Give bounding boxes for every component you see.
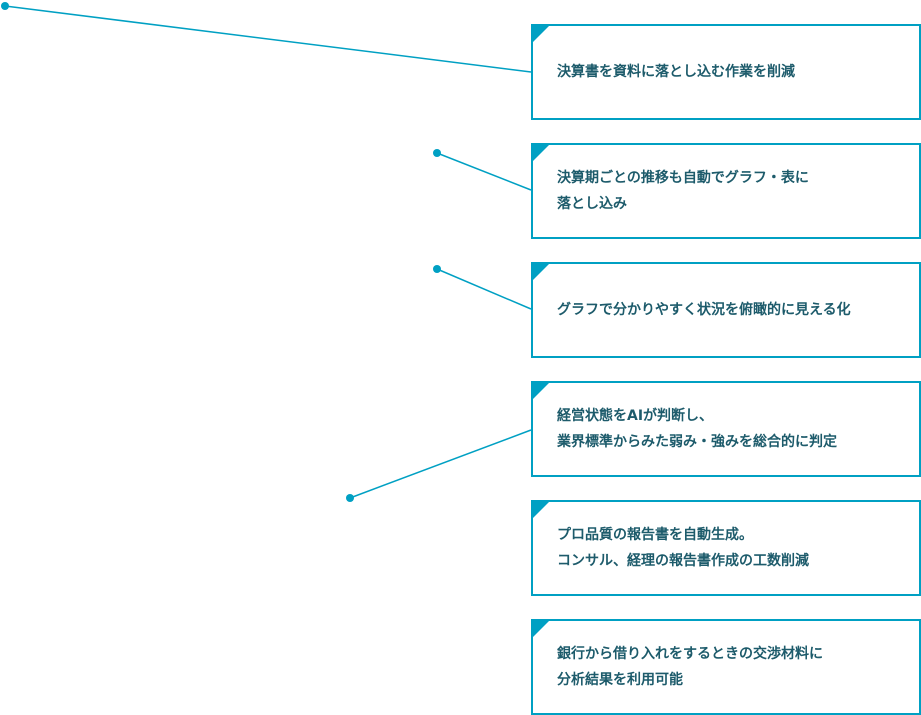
feature-text: 分析結果を利用可能 xyxy=(557,672,683,688)
feature-box-6: 銀行から借り入れをするときの交渉材料に分析結果を利用可能 xyxy=(531,619,921,715)
connector-line-1 xyxy=(4,5,532,73)
connector-line-4 xyxy=(349,429,532,499)
connector-dot-1 xyxy=(1,2,9,10)
connector-dot-2 xyxy=(433,149,441,157)
feature-text: 決算期ごとの推移も自動でグラフ・表に xyxy=(557,170,809,186)
feature-box-3: グラフで分かりやすく状況を俯瞰的に見える化 xyxy=(531,262,921,358)
feature-text: 銀行から借り入れをするときの交渉材料に xyxy=(557,646,823,662)
feature-box-5: プロ品質の報告書を自動生成。コンサル、経理の報告書作成の工数削減 xyxy=(531,500,921,596)
feature-text: 業界標準からみた弱み・強みを総合的に判定 xyxy=(557,434,837,450)
feature-box-1: 決算書を資料に落とし込む作業を削減 xyxy=(531,24,921,120)
feature-box-2: 決算期ごとの推移も自動でグラフ・表に落とし込み xyxy=(531,143,921,239)
connector-line-2 xyxy=(436,152,532,191)
feature-text: プロ品質の報告書を自動生成。 xyxy=(557,527,753,543)
connector-line-3 xyxy=(436,268,532,310)
connector-dot-4 xyxy=(346,494,354,502)
connector-dot-3 xyxy=(433,265,441,273)
feature-text: 決算書を資料に落とし込む作業を削減 xyxy=(557,64,795,80)
feature-text: 経営状態をAIが判断し、 xyxy=(557,408,714,424)
feature-text: グラフで分かりやすく状況を俯瞰的に見える化 xyxy=(557,302,851,318)
feature-text: 落とし込み xyxy=(557,196,627,212)
feature-box-4: 経営状態をAIが判断し、業界標準からみた弱み・強みを総合的に判定 xyxy=(531,381,921,477)
feature-text: コンサル、経理の報告書作成の工数削減 xyxy=(557,553,809,569)
